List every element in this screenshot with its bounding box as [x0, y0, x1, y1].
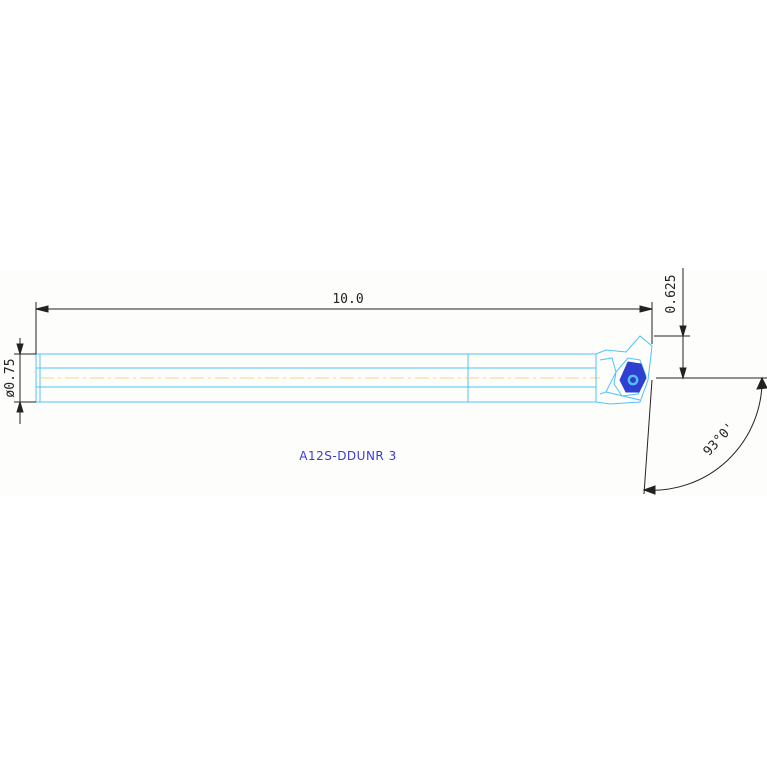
length-arrow-left: [35, 305, 49, 313]
diameter-arrow-top: [16, 343, 24, 356]
angle-label: 93°0': [701, 420, 738, 459]
diameter-arrow-bottom: [16, 400, 24, 413]
insert-screw-inner: [630, 377, 636, 383]
part-number-label: A12S-DDUNR 3: [299, 449, 396, 463]
head-relief-line: [605, 391, 641, 401]
diameter-label: ø0.75: [3, 358, 18, 397]
offset-arrow-top: [679, 325, 687, 338]
angle-arrow-end: [642, 485, 656, 495]
length-arrow-right: [639, 305, 653, 313]
angle-dimension: [642, 376, 767, 495]
offset-arrow-bottom: [679, 367, 687, 380]
tool-shank: [35, 353, 597, 403]
length-label: 10.0: [332, 292, 363, 307]
length-dimension: [35, 302, 653, 354]
offset-label: 0.625: [664, 274, 679, 313]
offset-dimension: [654, 268, 767, 380]
angle-ext-line: [643, 379, 653, 495]
angle-arrow-start: [756, 376, 767, 390]
diameter-dimension: [14, 338, 36, 424]
head-body: [595, 335, 653, 405]
head-clamp: [599, 357, 617, 395]
angle-arc: [643, 377, 763, 491]
insert: [619, 361, 647, 393]
